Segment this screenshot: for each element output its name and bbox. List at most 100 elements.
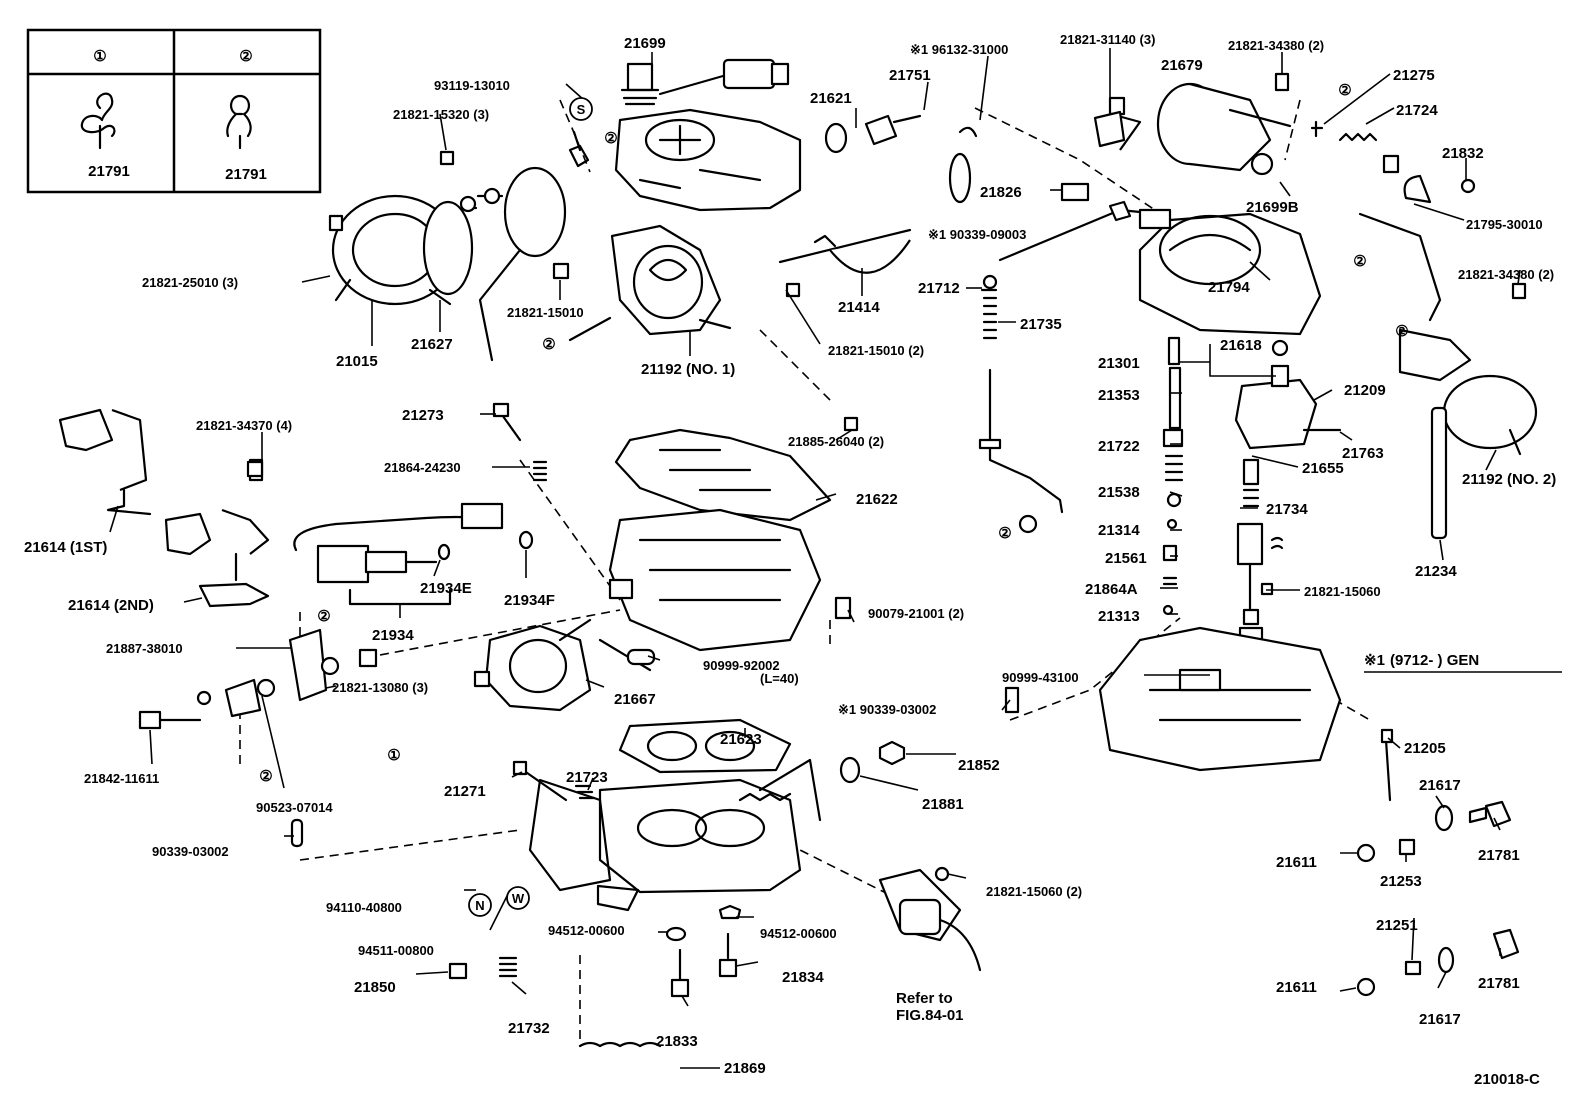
- label-90339-03002-a: ※1 90339-03002: [838, 702, 936, 717]
- part-21735-spring-icon: [978, 274, 1064, 534]
- part-labels: 21699 93119-13010 21821-15320 (3) 21821-…: [24, 32, 1556, 1077]
- label-21253: 21253: [1380, 873, 1422, 890]
- marker-2-d: ②: [1353, 253, 1366, 270]
- label-93119-13010: 93119-13010: [434, 78, 510, 93]
- part-21192-no1-icon: [568, 224, 732, 342]
- bottom-hardware-icon: [290, 818, 742, 1048]
- legend-part-1: 21791: [88, 163, 130, 180]
- marker-2-f: ②: [998, 525, 1011, 542]
- label-21821-34370: 21821-34370 (4): [196, 418, 292, 433]
- part-21852-nut-icon: [839, 740, 906, 784]
- label-21834: 21834: [782, 969, 824, 986]
- label-21271: 21271: [444, 783, 486, 800]
- label-21722: 21722: [1098, 438, 1140, 455]
- screws-icon: [246, 72, 1527, 714]
- label-21679: 21679: [1161, 57, 1203, 74]
- legend-part-2: 21791: [225, 166, 267, 183]
- footnote-mark: ※1: [1364, 652, 1385, 669]
- label-21833: 21833: [656, 1033, 698, 1050]
- marker-w: W: [512, 891, 525, 906]
- label-21623: 21623: [720, 731, 762, 748]
- label-21763: 21763: [1342, 445, 1384, 462]
- part-21734-pump-icon: [1236, 458, 1264, 667]
- figure-code: 210018-C: [1474, 1071, 1540, 1088]
- clip-type-2-icon: [226, 94, 252, 150]
- label-21614-1st: 21614 (1ST): [24, 539, 107, 556]
- label-21192-no1: 21192 (NO. 1): [641, 361, 735, 378]
- part-float-bowl-icon: [1098, 626, 1342, 772]
- label-21821-31140: 21821-31140 (3): [1060, 32, 1155, 47]
- part-21192-no2-icon: [1358, 212, 1538, 540]
- label-94512-00600-a: 94512-00600: [548, 923, 625, 938]
- label-90999-92002: 90999-92002: [703, 658, 780, 673]
- label-21655: 21655: [1302, 460, 1344, 477]
- leader-lines: [109, 48, 1521, 1069]
- label-21821-15060: 21821-15060: [1304, 584, 1381, 599]
- label-21781-a: 21781: [1478, 847, 1520, 864]
- marker-2-e: ②: [1395, 323, 1408, 340]
- label-21724: 21724: [1396, 102, 1438, 119]
- label-90999-92002-length: (L=40): [760, 671, 799, 686]
- part-21699-sensor-icon: [620, 58, 790, 106]
- label-21627: 21627: [411, 336, 453, 353]
- label-21795-30010: 21795-30010: [1466, 217, 1543, 232]
- label-21821-34380-b: 21821-34380 (2): [1458, 267, 1554, 282]
- label-90339-09003: ※1 90339-09003: [928, 227, 1026, 242]
- marker-1: ①: [387, 747, 400, 764]
- label-21821-34380-a: 21821-34380 (2): [1228, 38, 1324, 53]
- label-21538: 21538: [1098, 484, 1140, 501]
- label-21832: 21832: [1442, 145, 1484, 162]
- label-21881: 21881: [922, 796, 964, 813]
- throttle-body-icon: [528, 758, 822, 894]
- choke-housing-icon: [614, 108, 802, 212]
- label-21699b: 21699B: [1246, 199, 1299, 216]
- label-94511-00800: 94511-00800: [358, 943, 434, 958]
- label-21885-26040: 21885-26040 (2): [788, 434, 884, 449]
- label-21821-15010-2: 21821-15010 (2): [828, 343, 924, 358]
- part-21622-gasket-icon: [614, 428, 832, 522]
- part-21794-air-horn-icon: [1138, 208, 1322, 336]
- label-21617-b: 21617: [1419, 1011, 1461, 1028]
- label-21794: 21794: [1208, 279, 1250, 296]
- marker-2-g: ②: [317, 608, 330, 625]
- marker-n: N: [475, 898, 484, 913]
- label-90523-07014: 90523-07014: [256, 800, 333, 815]
- label-21842-11611: 21842-11611: [84, 771, 159, 786]
- label-21852: 21852: [958, 757, 1000, 774]
- footnote: ※1 (9712- ) GEN: [1364, 652, 1562, 673]
- reference-line-2: FIG.84-01: [896, 1007, 964, 1024]
- label-21205: 21205: [1404, 740, 1446, 757]
- label-21621: 21621: [810, 90, 852, 107]
- label-21735: 21735: [1020, 316, 1062, 333]
- label-21934: 21934: [372, 627, 414, 644]
- label-21353: 21353: [1098, 387, 1140, 404]
- label-21751: 21751: [889, 67, 931, 84]
- legend-symbol-2: ②: [239, 48, 252, 65]
- part-21724-spring-icon: [1310, 120, 1476, 204]
- label-21826: 21826: [980, 184, 1022, 201]
- label-21611-b: 21611: [1276, 979, 1317, 996]
- label-21934e: 21934E: [420, 580, 472, 597]
- part-21353-needle-icon: [1162, 336, 1184, 616]
- marker-2-h: ②: [259, 768, 272, 785]
- part-21015-housing-icon: [331, 194, 474, 306]
- part-21887-bracket-icon: [138, 628, 378, 730]
- throttle-solenoid-icon: [878, 866, 982, 972]
- label-21618: 21618: [1220, 337, 1262, 354]
- part-21826-lever-icon: [948, 126, 1142, 262]
- label-21192-no2: 21192 (NO. 2): [1462, 471, 1556, 488]
- label-21723: 21723: [566, 769, 608, 786]
- label-21611-a: 21611: [1276, 854, 1317, 871]
- label-21313: 21313: [1098, 608, 1140, 625]
- marker-s: S: [577, 102, 586, 117]
- label-21734: 21734: [1266, 501, 1308, 518]
- clip-type-1-icon: [80, 92, 116, 150]
- label-21821-15320: 21821-15320 (3): [393, 107, 489, 122]
- part-21414-shaft-icon: [778, 228, 912, 274]
- label-21864-24230: 21864-24230: [384, 460, 461, 475]
- label-21864a: 21864A: [1085, 581, 1138, 598]
- label-21712: 21712: [918, 280, 960, 297]
- part-21623-gasket-icon: [618, 718, 792, 774]
- label-21015: 21015: [336, 353, 378, 370]
